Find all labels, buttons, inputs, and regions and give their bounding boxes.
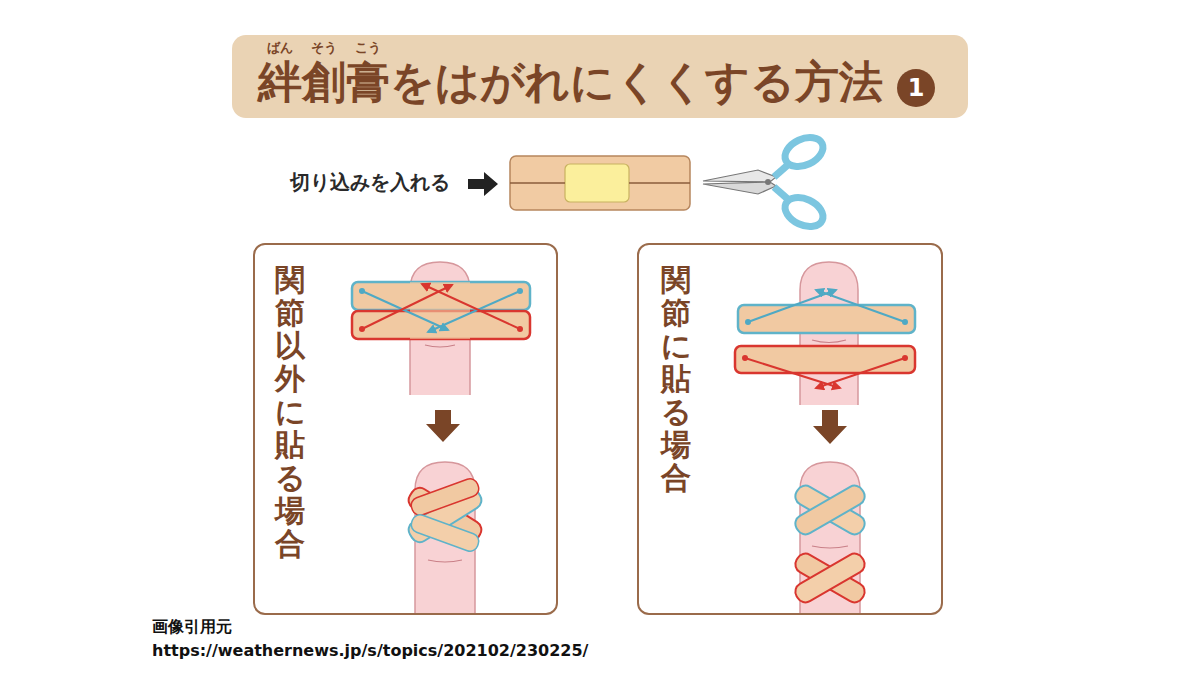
number-circle (897, 69, 935, 107)
title-text: 絆創膏をはがれにくくする方法 (258, 60, 883, 104)
scissors (703, 132, 828, 232)
source-label: 画像引用元 (152, 618, 232, 636)
right-arrow (468, 172, 498, 196)
furigana: こう (346, 41, 390, 55)
down-arrow (426, 410, 460, 442)
panel-box: 関節以外に貼る場合 (253, 243, 558, 615)
panel-ground (253, 243, 558, 615)
panel-heading: 関節以外に貼る場合 (275, 263, 305, 560)
source-url: https://weathernews.jp/s/topics/202102/2… (152, 642, 588, 660)
instruction-text: 切り込みを入れる (290, 171, 450, 193)
bandage (510, 156, 690, 210)
finger-right (735, 262, 915, 613)
callout-number: 1 (897, 75, 935, 101)
down-arrow (813, 410, 847, 444)
furigana: ばん (258, 41, 302, 55)
title-banner (232, 35, 968, 118)
panel-ground (637, 243, 943, 615)
panel-heading: 関節に貼る場合 (661, 263, 691, 494)
furigana: そう (302, 41, 346, 55)
finger-left (352, 262, 530, 613)
panel-box: 関節に貼る場合 (637, 243, 943, 615)
